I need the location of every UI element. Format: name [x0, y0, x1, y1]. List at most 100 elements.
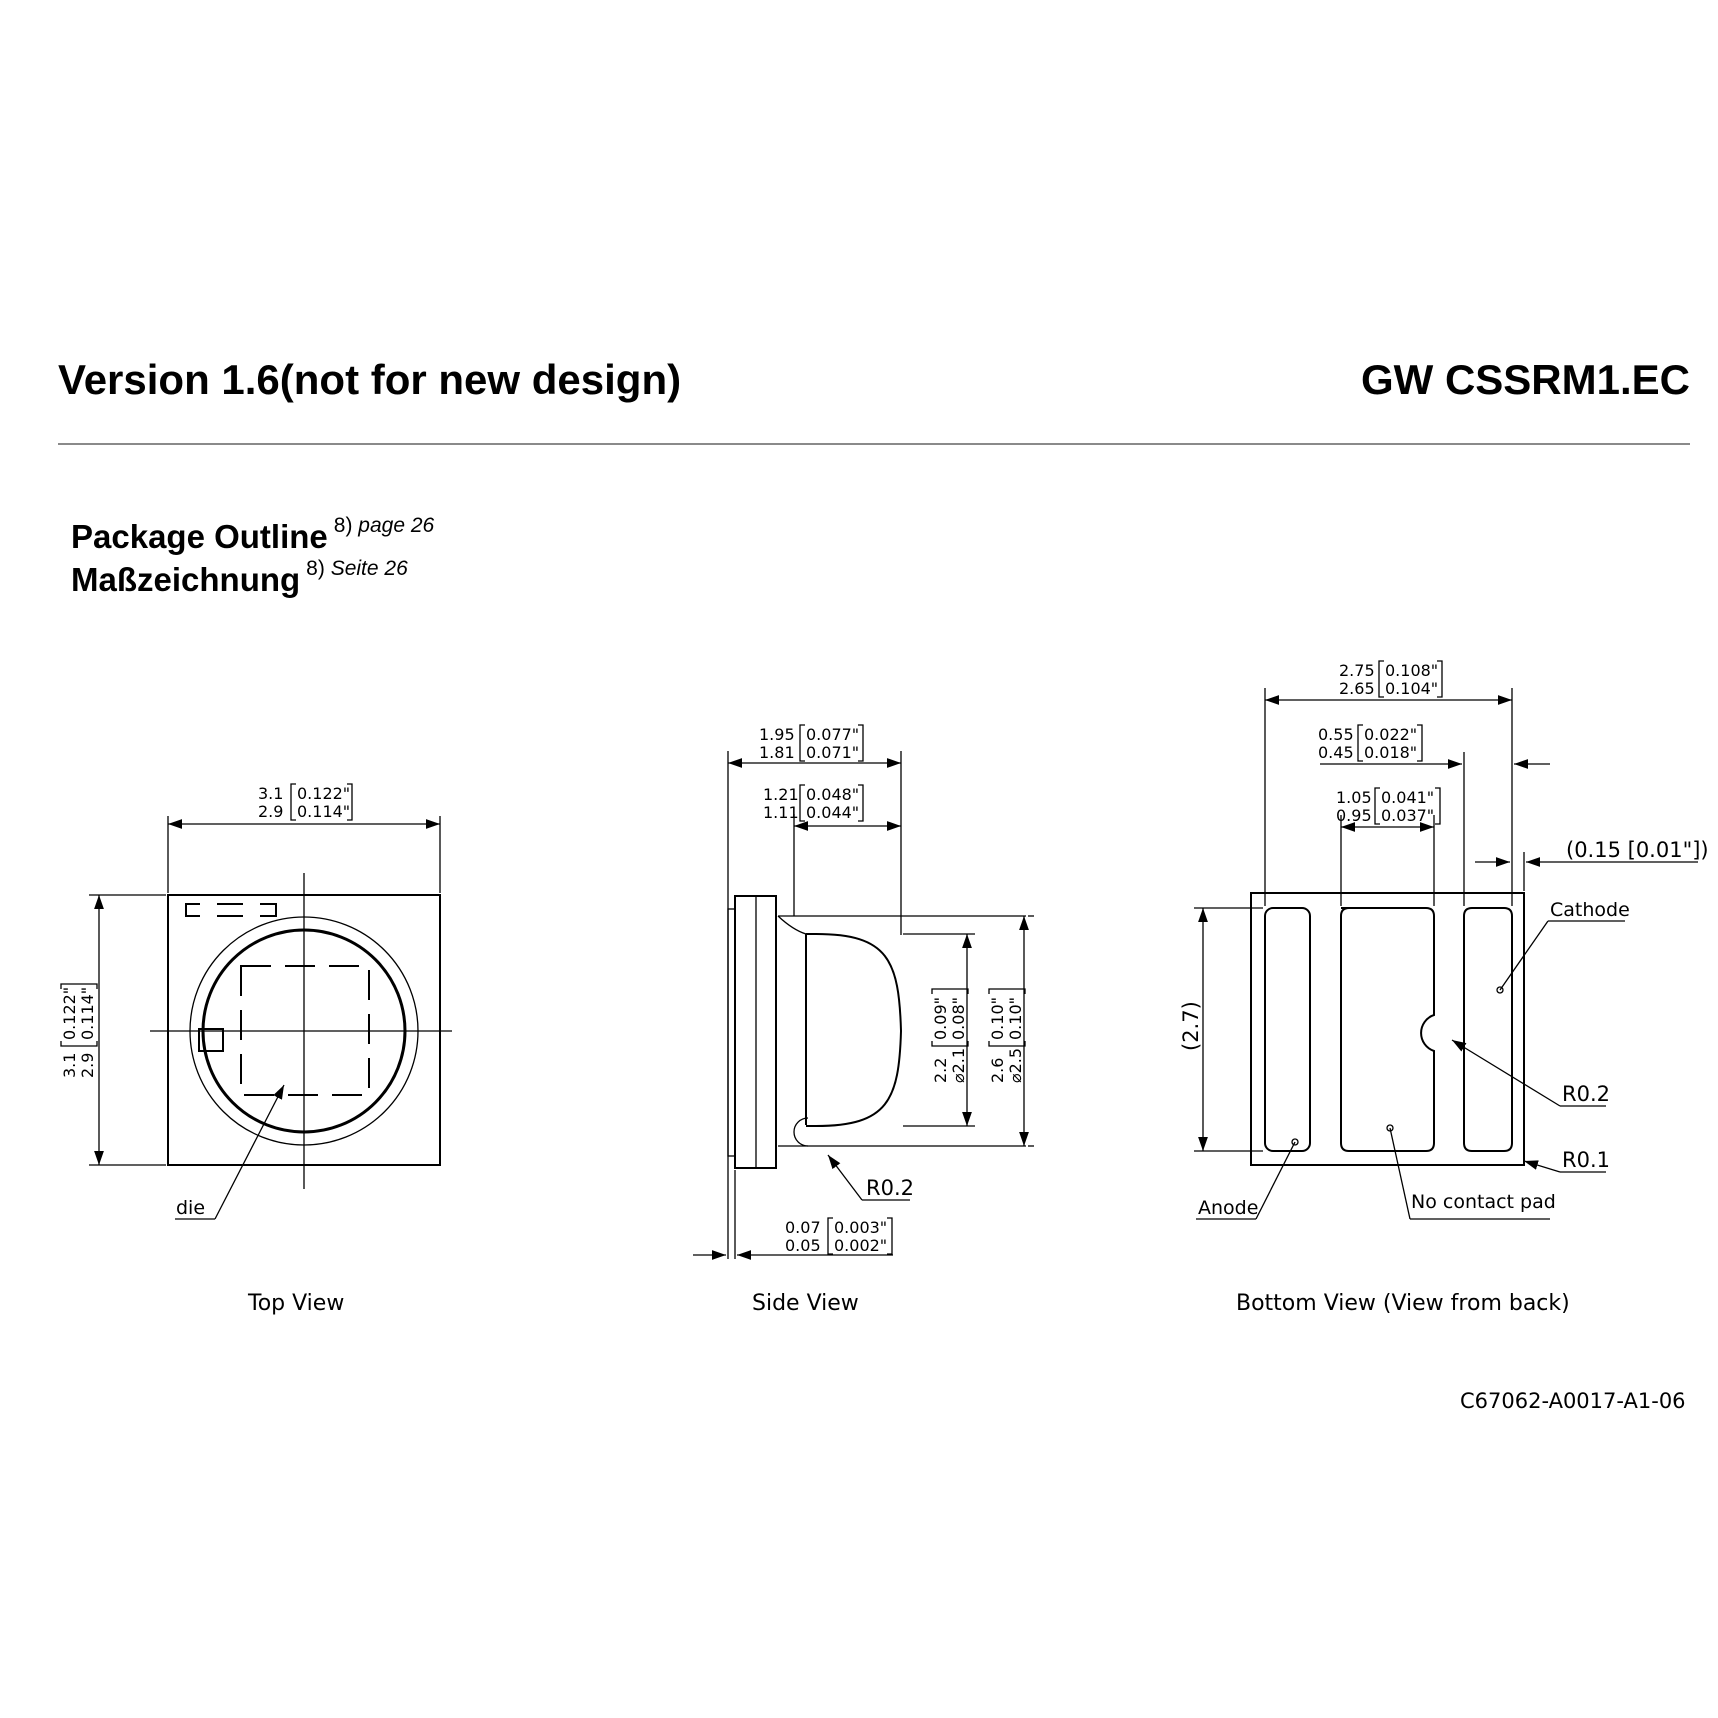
side-view-outer-dia-min-in: 0.10" — [1006, 997, 1025, 1040]
version-title: Version 1.6(not for new design) — [58, 356, 682, 403]
bottom-view-center-max: 1.05 — [1336, 788, 1372, 807]
side-view-outer-dia-max: 2.6 — [988, 1058, 1007, 1083]
top-view-height-min: 2.9 — [78, 1053, 97, 1078]
bottom-view-outer-min: 2.65 — [1339, 679, 1375, 698]
bottom-view-height-label: (2.7) — [1179, 1001, 1203, 1051]
subtitle-de-note: 8) — [306, 557, 325, 580]
bottom-view-notch-leader — [1451, 1039, 1561, 1107]
side-view-lens-bracket-right — [858, 784, 864, 822]
bottom-view-outer-max-in: 0.108" — [1385, 661, 1438, 680]
top-view-height-bracket-right — [60, 983, 98, 989]
side-view-pad-max-in: 0.003" — [834, 1218, 887, 1237]
bottom-view-pad-max-in: 0.022" — [1364, 725, 1417, 744]
side-view-lens-dome — [806, 933, 903, 1127]
bottom-view-outer-max: 2.75 — [1339, 661, 1375, 680]
part-number: GW CSSRM1.EC — [1360, 356, 1690, 403]
top-view-width-bracket-right — [347, 783, 353, 821]
side-view-fillet-bottom — [793, 1117, 809, 1147]
side-view-pad-min-in: 0.002" — [834, 1236, 887, 1255]
bottom-view: 2.75 2.65 0.108" 0.104" 0.55 0.45 0.022"… — [1179, 660, 1709, 1316]
top-view-width-bracket-left — [290, 783, 296, 821]
bottom-view-pad-min-in: 0.018" — [1364, 743, 1417, 762]
bottom-view-anode-pad — [1264, 907, 1311, 1152]
bottom-view-anode-label: Anode — [1198, 1197, 1258, 1219]
bottom-view-anode-leader — [1255, 1141, 1296, 1220]
subtitle-en-title: Package Outline — [71, 518, 328, 555]
side-view-outer-dia-bracket-left — [988, 1041, 1026, 1047]
bottom-view-corner-radius: R0.1 — [1562, 1148, 1610, 1172]
bottom-view-outer-min-in: 0.104" — [1385, 679, 1438, 698]
top-view-caption: Top View — [247, 1291, 344, 1316]
subtitle-en-ref: page 26 — [358, 514, 435, 537]
bottom-view-anode-dot — [1291, 1138, 1299, 1146]
top-view-height-bracket-left — [60, 1041, 98, 1047]
top-view-die-leader — [214, 1084, 285, 1220]
side-view-lens-min: 1.11 — [763, 803, 799, 822]
subtitle-de-title: Maßzeichnung — [71, 561, 301, 598]
side-view-pad-layer — [727, 908, 736, 1157]
side-view-outer-dia-min: ⌀2.5 — [1006, 1048, 1025, 1083]
bottom-view-pad-max: 0.55 — [1318, 725, 1354, 744]
side-view-lens-min-in: 0.044" — [806, 803, 859, 822]
side-view-overall-bracket-right — [858, 724, 864, 762]
side-view-inner-dia-min: ⌀2.1 — [949, 1048, 968, 1083]
side-view-inner-dia-bracket-left — [931, 1041, 969, 1047]
top-view-width-min-in: 0.114" — [297, 802, 350, 821]
bottom-view-caption: Bottom View (View from back) — [1236, 1291, 1570, 1316]
bottom-view-no-contact-pad — [1340, 907, 1435, 1152]
bottom-view-pad-bracket-right — [1417, 724, 1423, 762]
bottom-view-center-min: 0.95 — [1336, 806, 1372, 825]
bottom-view-body — [1250, 892, 1525, 1166]
bottom-view-outer-bracket-right — [1437, 660, 1443, 698]
bottom-view-notch-radius: R0.2 — [1562, 1082, 1610, 1106]
side-view-fillet-top — [777, 915, 807, 935]
top-view-width-max-in: 0.122" — [297, 784, 350, 803]
side-view-overall-max-in: 0.077" — [806, 725, 859, 744]
bottom-view-outer-bracket-left — [1378, 660, 1384, 698]
side-view-overall-bracket-left — [799, 724, 805, 762]
side-view-inner-dia-min-in: 0.08" — [949, 997, 968, 1040]
top-view-polarity-mark-right — [260, 903, 277, 917]
side-view: 1.95 1.81 0.077" 0.071" 1.21 1.11 0.048"… — [693, 724, 1034, 1316]
bottom-view-center-max-in: 0.041" — [1381, 788, 1434, 807]
bottom-view-cathode-dot — [1496, 986, 1504, 994]
top-view-height-max: 3.1 — [60, 1053, 79, 1078]
top-view-small-square — [198, 1028, 224, 1052]
side-view-pad-bracket-right — [887, 1217, 893, 1255]
side-view-lens-bracket-left — [799, 784, 805, 822]
side-view-outer-dia-bracket-right — [988, 988, 1026, 994]
side-view-lens-max-in: 0.048" — [806, 785, 859, 804]
subtitle-en-note: 8) — [333, 514, 353, 537]
side-view-lens-max: 1.21 — [763, 785, 799, 804]
side-view-overall-max: 1.95 — [759, 725, 795, 744]
side-view-outer-dia-max-in: 0.10" — [988, 997, 1007, 1040]
top-view-die-label: die — [176, 1197, 205, 1219]
side-view-pad-max: 0.07 — [785, 1218, 821, 1237]
side-view-pad-bracket-left — [827, 1217, 833, 1255]
bottom-view-pad-min: 0.45 — [1318, 743, 1354, 762]
top-view-polarity-mark-left — [185, 903, 200, 917]
side-view-caption: Side View — [752, 1291, 859, 1316]
side-view-inner-dia-max-in: 0.09" — [931, 997, 950, 1040]
bottom-view-cathode-label: Cathode — [1550, 899, 1630, 921]
header-divider — [58, 443, 1690, 445]
bottom-view-no-contact-leader — [1389, 1127, 1411, 1220]
top-view-width-max: 3.1 — [258, 784, 283, 803]
bottom-view-offset-label: (0.15 [0.01"]) — [1566, 838, 1709, 862]
side-view-pad-min: 0.05 — [785, 1236, 821, 1255]
bottom-view-center-bracket-right — [1435, 787, 1441, 825]
side-view-radius-label: R0.2 — [866, 1176, 914, 1200]
drawing-number: C67062-A0017-A1-06 — [1460, 1389, 1686, 1413]
top-view-width-min: 2.9 — [258, 802, 283, 821]
side-view-radius-leader — [827, 1154, 863, 1201]
top-view-height-min-in: 0.114" — [78, 987, 97, 1040]
side-view-inner-dia-bracket-right — [931, 988, 969, 994]
top-view-height-max-in: 0.122" — [60, 987, 79, 1040]
side-view-overall-min: 1.81 — [759, 743, 795, 762]
bottom-view-corner-leader — [1523, 1160, 1561, 1173]
bottom-view-center-bracket-left — [1374, 787, 1380, 825]
top-view: die 3.1 2.9 0.122" 0.114" 3.1 2.9 0.122"… — [60, 783, 452, 1316]
